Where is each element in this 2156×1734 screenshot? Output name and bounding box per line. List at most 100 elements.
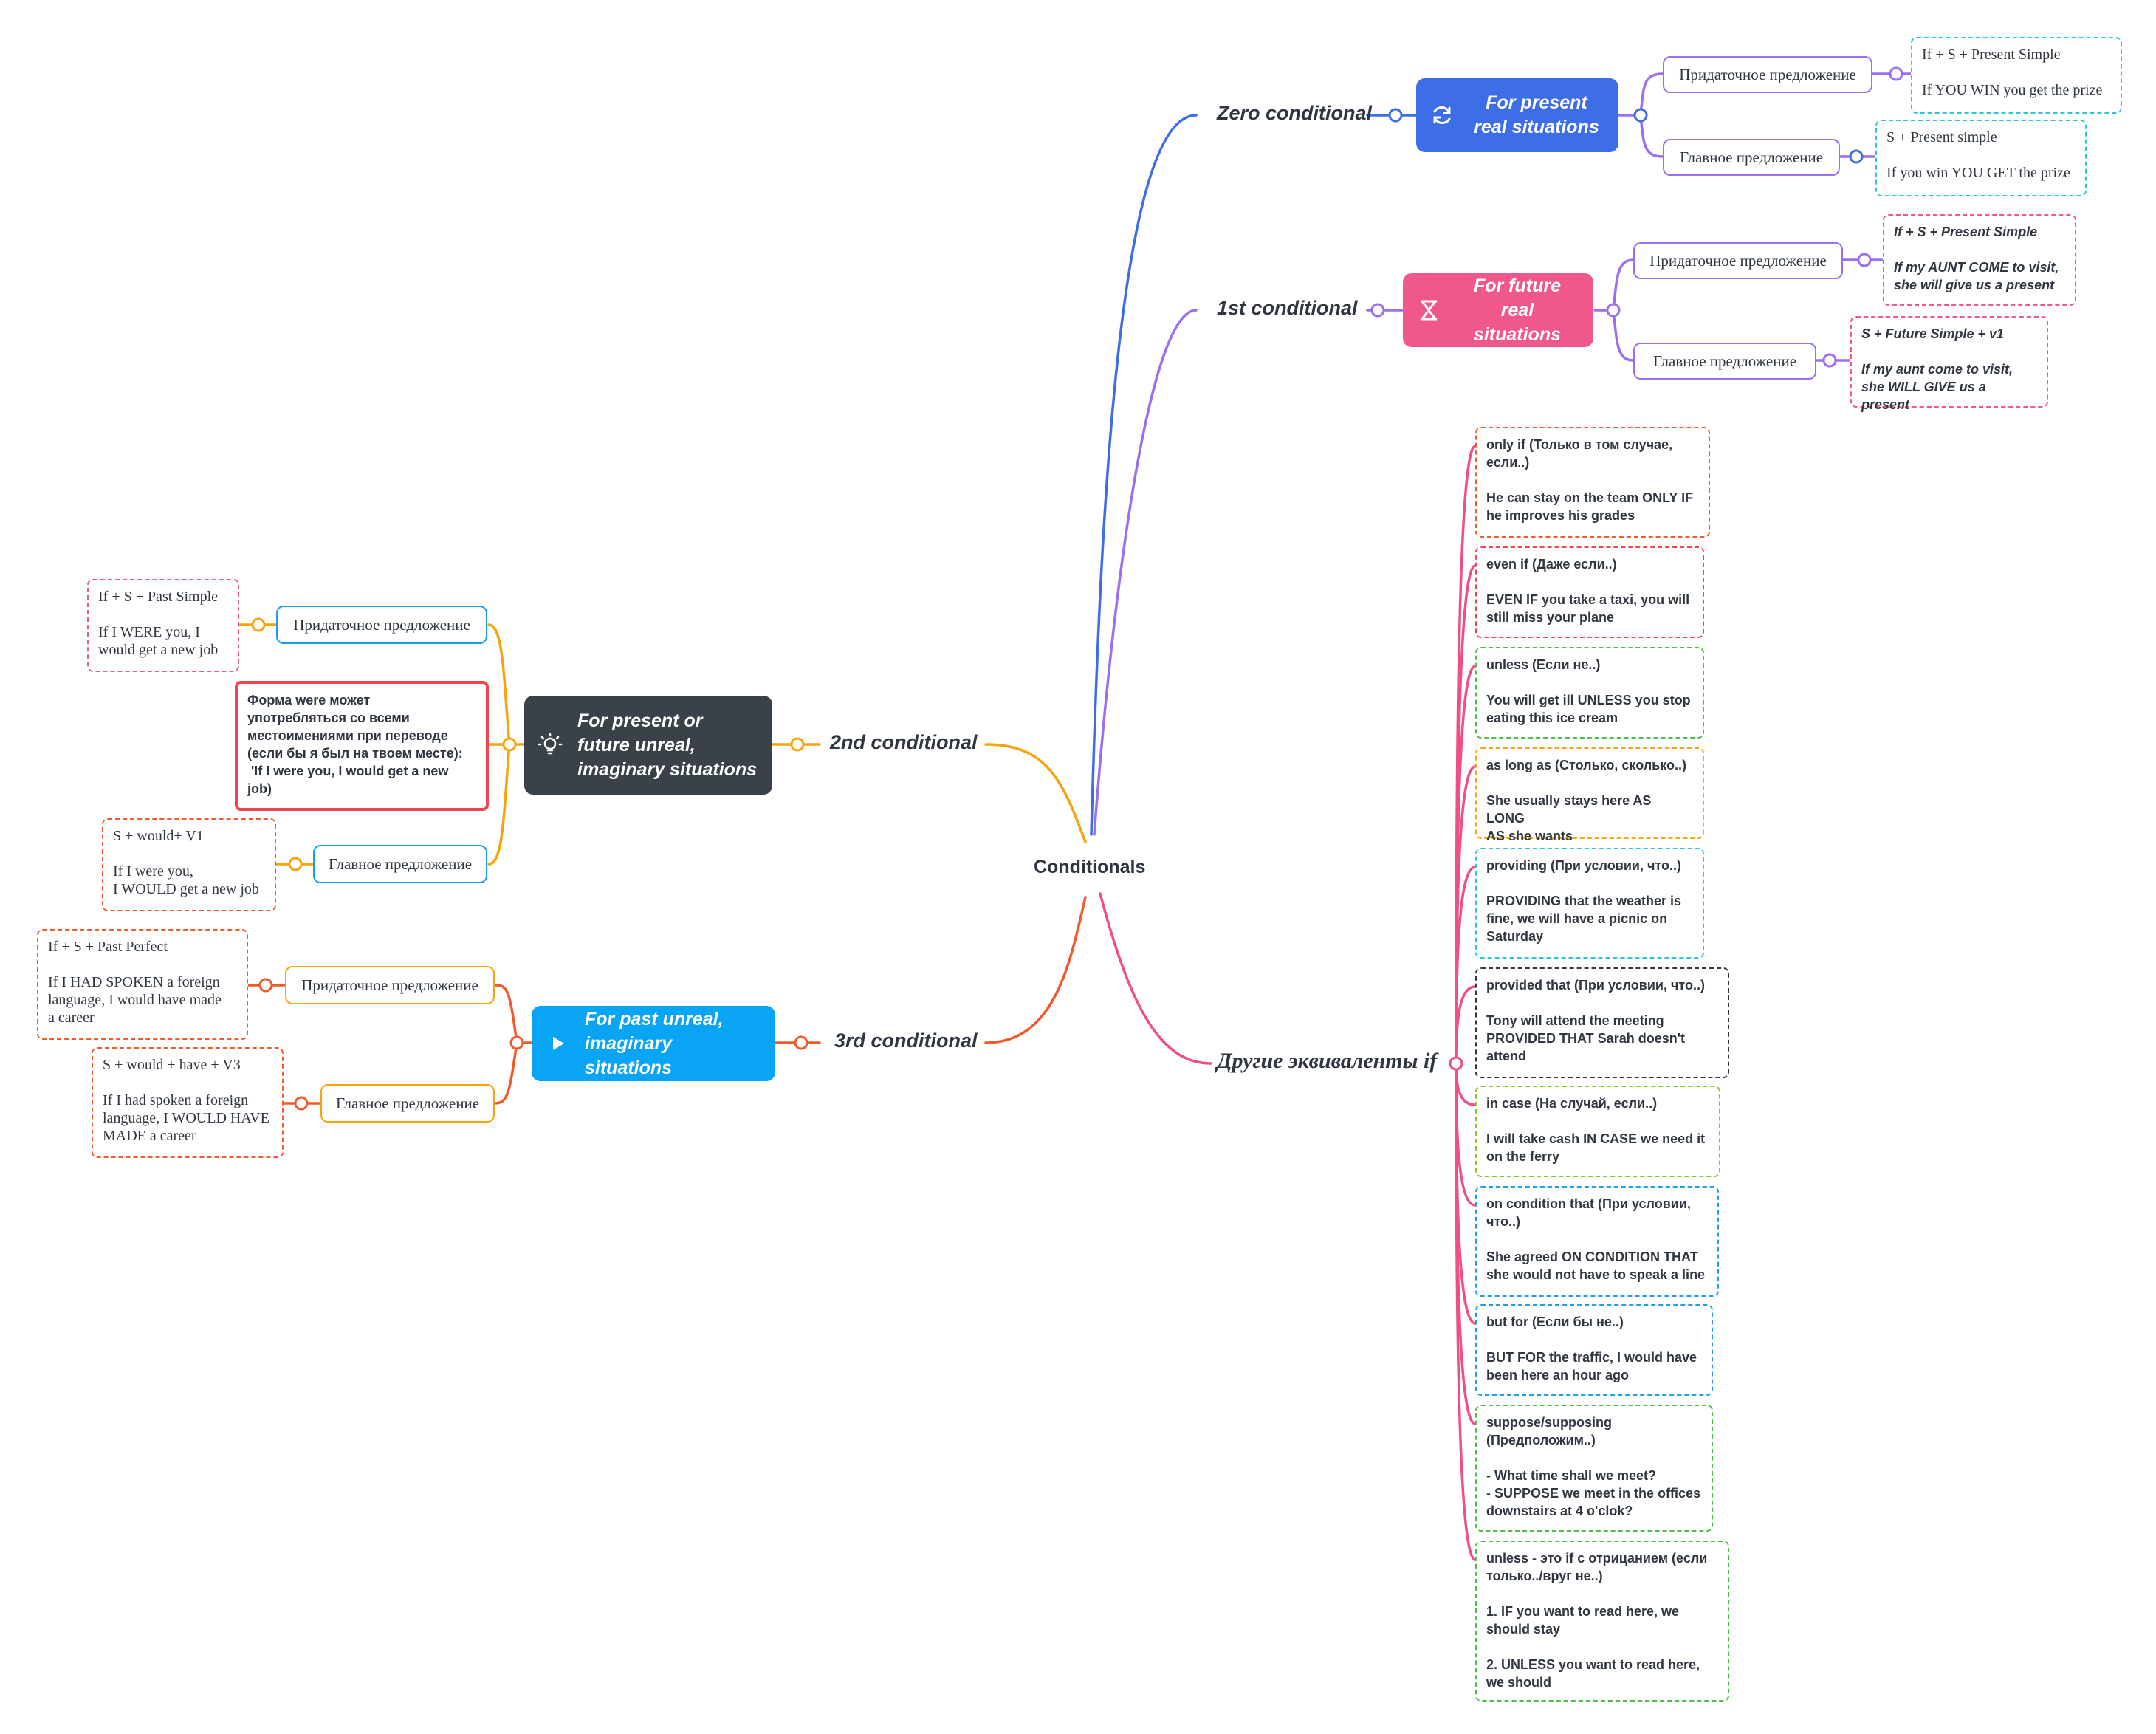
hourglass-icon: [1416, 298, 1441, 323]
note-line: S + Future Simple + v1: [1861, 326, 2005, 341]
note-third-main: S + would + have + V3 If I had spoken a f…: [92, 1047, 284, 1158]
note-line: in case (На случай, если..): [1486, 1096, 1658, 1111]
collapse-toggle-knob[interactable]: [1370, 303, 1385, 318]
collapse-toggle-knob[interactable]: [1822, 353, 1837, 368]
equivalent-item[interactable]: as long as (Столько, сколько..)She usual…: [1475, 747, 1704, 843]
note-line: If you win YOU GET the prize: [1886, 165, 2070, 181]
note-line: fine, we will have a picnic on: [1486, 911, 1668, 926]
note-line: - What time shall we meet?: [1486, 1468, 1657, 1483]
collapse-toggle-knob[interactable]: [1606, 303, 1621, 318]
connector-first: [1093, 309, 1198, 836]
branch-second-conditional[interactable]: 2nd conditional: [830, 731, 978, 753]
collapse-toggle-knob[interactable]: [509, 1035, 524, 1050]
note-line: If YOU WIN you get the prize: [1922, 82, 2103, 98]
note-line: she WILL GIVE us a present: [1861, 380, 1990, 412]
lightbulb-icon: [538, 733, 563, 758]
equivalent-item[interactable]: provided that (При условии, что..)Tony w…: [1475, 967, 1729, 1078]
note-line: job): [247, 781, 272, 796]
collapse-toggle-knob[interactable]: [790, 737, 805, 752]
collapse-toggle-knob[interactable]: [1633, 108, 1648, 123]
note-line: language, I would have made: [48, 992, 222, 1008]
note-line: употребляться со всеми: [247, 710, 410, 725]
equivalent-item[interactable]: unless (Если не..)You will get ill UNLES…: [1475, 647, 1704, 739]
note-line: She agreed ON CONDITION THAT: [1486, 1250, 1698, 1264]
note-line: unless (Если не..): [1486, 657, 1601, 672]
hub-present-real[interactable]: For present real situations: [1416, 78, 1618, 152]
refresh-icon: [1429, 103, 1455, 128]
collapse-toggle-knob[interactable]: [502, 737, 517, 752]
note-line: AS she wants: [1486, 829, 1573, 843]
note-line: S + would+ V1: [113, 828, 204, 844]
collapse-toggle-knob[interactable]: [1449, 1056, 1463, 1071]
note-line: If + S + Present Simple: [1922, 47, 2061, 63]
note-line: что..): [1486, 1214, 1521, 1229]
note-line: [1486, 573, 1693, 591]
equivalent-item[interactable]: on condition that (При условии, что..) She…: [1475, 1186, 1719, 1297]
pill-second-subordinate[interactable]: Придаточное предложение: [276, 606, 487, 644]
note-line: even if (Даже если..): [1486, 557, 1617, 572]
note-line: If my aunt come to visit,: [1861, 362, 2013, 377]
note-line: [1486, 1449, 1702, 1467]
note-line: attend: [1486, 1049, 1526, 1063]
note-line: she will give us a present: [1894, 278, 2055, 292]
hub-past-unreal[interactable]: For past unreal, imaginary situations: [532, 1006, 775, 1081]
connector-others: [1099, 892, 1212, 1065]
note-line: [98, 606, 228, 623]
collapse-toggle-knob[interactable]: [794, 1035, 808, 1050]
collapse-toggle-knob[interactable]: [1388, 108, 1403, 123]
connector-third: [984, 896, 1087, 1044]
equivalent-item[interactable]: but for (Если бы не..)BUT FOR the traffi…: [1475, 1304, 1713, 1396]
collapse-toggle-knob[interactable]: [258, 978, 273, 993]
branch-zero-conditional[interactable]: Zero conditional: [1217, 102, 1373, 124]
hub-present-future-unreal[interactable]: For present or future unreal, imaginary …: [524, 696, 772, 795]
pill-second-main[interactable]: Главное предложение: [313, 845, 487, 883]
note-line: только../вруг не..): [1486, 1569, 1603, 1583]
note-line: [1486, 1638, 1718, 1656]
note-line: MADE a career: [103, 1128, 196, 1144]
pill-third-main[interactable]: Главное предложение: [320, 1084, 495, 1123]
note-zero-subordinate: If + S + Present Simple If YOU WIN you ge…: [1911, 37, 2122, 114]
branch-third-conditional[interactable]: 3rd conditional: [834, 1029, 978, 1052]
pill-zero-subordinate[interactable]: Придаточное предложение: [1663, 56, 1872, 93]
note-line: If I had spoken a foreign: [103, 1092, 249, 1108]
note-line: [1922, 64, 2111, 81]
collapse-toggle-knob[interactable]: [288, 857, 303, 871]
note-line: but for (Если бы не..): [1486, 1315, 1624, 1329]
pill-first-subordinate[interactable]: Придаточное предложение: [1633, 242, 1843, 279]
pill-first-main[interactable]: Главное предложение: [1633, 343, 1816, 380]
equivalent-item[interactable]: only if (Только в том случае,если..)He c…: [1475, 427, 1710, 538]
note-line: If I HAD SPOKEN a foreign: [48, 974, 220, 990]
note-line: If + S + Past Simple: [98, 589, 219, 605]
equivalent-item[interactable]: providing (При условии, что..)PROVIDING …: [1475, 848, 1704, 959]
note-line: providing (При условии, что..): [1486, 858, 1681, 873]
collapse-toggle-knob[interactable]: [1849, 149, 1864, 164]
collapse-toggle-knob[interactable]: [1889, 66, 1903, 81]
pill-third-subordinate[interactable]: Придаточное предложение: [285, 966, 495, 1004]
branch-first-conditional[interactable]: 1st conditional: [1217, 297, 1358, 319]
central-topic[interactable]: Conditionals: [1034, 857, 1146, 877]
note-line: downstairs at 4 o'clok?: [1486, 1504, 1633, 1518]
pill-zero-main[interactable]: Главное предложение: [1663, 139, 1840, 176]
note-line: [1486, 471, 1699, 489]
note-line: suppose/supposing: [1486, 1415, 1613, 1430]
branch-other-equivalents[interactable]: Другие эквиваленты if: [1217, 1049, 1438, 1073]
collapse-toggle-knob[interactable]: [251, 617, 266, 632]
connector-second: [984, 743, 1087, 843]
equivalent-item[interactable]: suppose/supposing(Предположим..)- What t…: [1475, 1405, 1713, 1532]
collapse-toggle-knob[interactable]: [1857, 253, 1872, 267]
note-line: only if (Только в том случае,: [1486, 437, 1673, 452]
equivalent-item[interactable]: in case (На случай, если..)I will take c…: [1475, 1086, 1720, 1177]
note-line: language, I WOULD HAVE: [103, 1110, 270, 1126]
note-line: S + would + have + V3: [103, 1057, 241, 1073]
note-line: If + S + Present Simple: [1894, 225, 2038, 239]
note-line: [1886, 146, 2076, 164]
collapse-toggle-knob[interactable]: [294, 1096, 309, 1111]
equivalent-item[interactable]: even if (Даже если..)EVEN IF you take a …: [1475, 546, 1704, 638]
note-line: still miss your plane: [1486, 610, 1615, 625]
hub-future-real[interactable]: For future real situations: [1403, 273, 1593, 347]
note-line: on condition that (При условии,: [1486, 1196, 1691, 1211]
